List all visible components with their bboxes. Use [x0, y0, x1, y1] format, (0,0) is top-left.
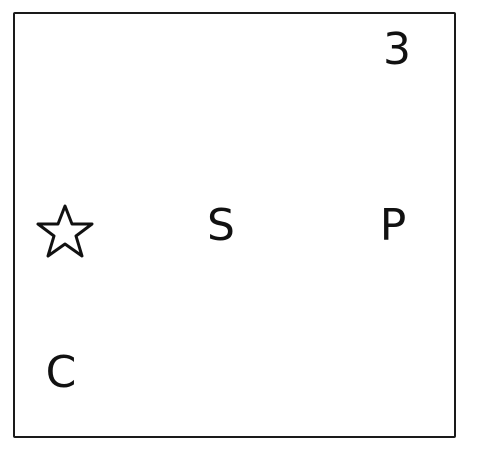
star-outline-icon: [36, 204, 94, 258]
cell-label-3: 3: [383, 24, 411, 75]
grid-frame: [13, 12, 456, 438]
cell-label-s: S: [207, 200, 235, 251]
cell-label-c: C: [45, 347, 77, 398]
cell-label-p: P: [379, 200, 407, 251]
